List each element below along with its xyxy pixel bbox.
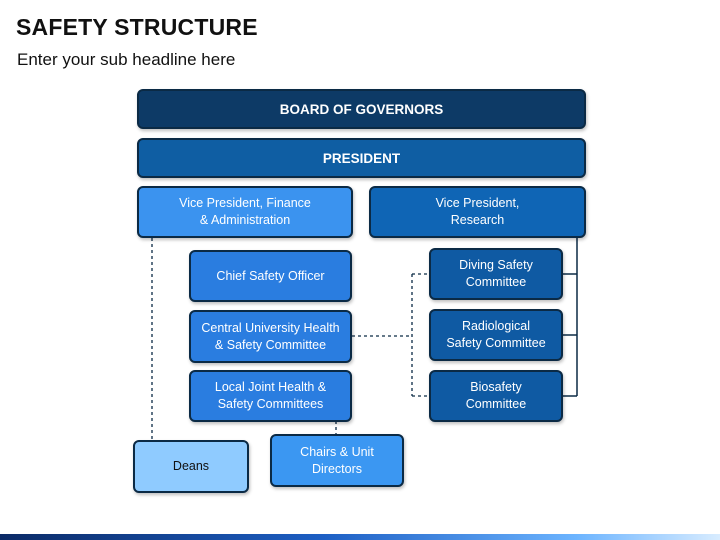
chief-safety-officer-box: Chief Safety Officer bbox=[189, 250, 352, 302]
page-title: SAFETY STRUCTURE bbox=[16, 14, 258, 40]
biosafety-box: Biosafety Committee bbox=[429, 370, 563, 422]
chairs-directors-box: Chairs & Unit Directors bbox=[270, 434, 404, 487]
local-committees-box: Local Joint Health & Safety Committees bbox=[189, 370, 352, 422]
page-subtitle: Enter your sub headline here bbox=[17, 50, 236, 69]
bottom-accent-bar bbox=[0, 534, 720, 540]
vp-finance-box: Vice President, Finance & Administration bbox=[137, 186, 353, 238]
vp-research-box: Vice President, Research bbox=[369, 186, 586, 238]
diving-safety-box: Diving Safety Committee bbox=[429, 248, 563, 300]
board-of-governors-box: BOARD OF GOVERNORS bbox=[137, 89, 586, 129]
radiological-safety-box: Radiological Safety Committee bbox=[429, 309, 563, 361]
central-committee-box: Central University Health & Safety Commi… bbox=[189, 310, 352, 363]
president-box: PRESIDENT bbox=[137, 138, 586, 178]
deans-box: Deans bbox=[133, 440, 249, 493]
